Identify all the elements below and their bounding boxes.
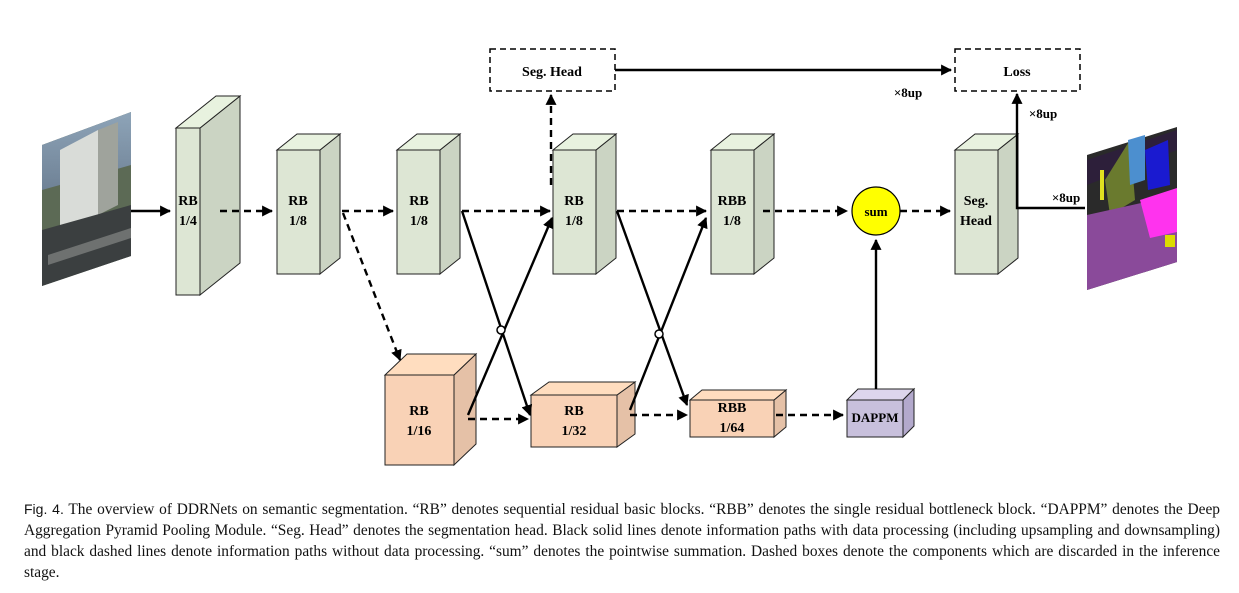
block-rbb5: RBB 1/8 [709, 132, 776, 276]
block-label-name: RB [564, 194, 583, 209]
block-rb_low2: RB 1/32 [529, 381, 637, 448]
dappm-block: DAPPM [845, 387, 916, 439]
upsample-label: ×8up [1029, 106, 1057, 121]
block-front-face [552, 149, 597, 275]
block-rb3: RB 1/8 [395, 132, 462, 276]
block-front-face [384, 374, 455, 466]
block-front-face [530, 394, 618, 448]
block-label-name: RB [288, 194, 307, 209]
block-seghead_main: Seg. Head [953, 132, 1020, 276]
block-rbb_low3: RBB 1/64 [688, 388, 788, 439]
upsample-label: ×8up [1052, 190, 1080, 205]
block-label-scale: 1/8 [289, 214, 307, 229]
output-segmentation-map [1087, 127, 1177, 290]
block-label-name: RB [564, 404, 583, 419]
loss-label: Loss [1003, 65, 1031, 80]
block-front-face [396, 149, 441, 275]
seg-head-aux-box: Seg. Head [489, 48, 616, 92]
block-label-scale: 1/32 [562, 424, 587, 439]
block-side-face [199, 94, 241, 297]
figure-caption: Fig. 4. The overview of DDRNets on seman… [24, 499, 1220, 583]
block-label-scale: 1/4 [179, 214, 197, 229]
block-front-face [276, 149, 321, 275]
block-top-face [529, 381, 637, 396]
block-label-scale: 1/64 [720, 421, 745, 436]
block-front-face [689, 399, 775, 438]
block-front-face [954, 149, 999, 275]
block-label-scale: 1/8 [565, 214, 583, 229]
block-side-face [997, 132, 1019, 276]
block-label-scale: Head [960, 214, 992, 229]
block-side-face [595, 132, 617, 276]
block-rb1: RB 1/4 [174, 94, 242, 297]
upsample-label: ×8up [894, 85, 922, 100]
caption-text: The overview of DDRNets on semantic segm… [24, 501, 1220, 581]
block-label-scale: 1/8 [723, 214, 741, 229]
block-front-face [175, 127, 201, 296]
block-rb_low1: RB 1/16 [383, 352, 478, 467]
block-label-name: RBB [718, 401, 747, 416]
sum-node: sum [851, 186, 901, 236]
block-side-face [439, 132, 461, 276]
dappm-label: DAPPM [852, 410, 899, 425]
block-label-scale: 1/8 [410, 214, 428, 229]
block-label-name: RB [178, 194, 197, 209]
seg-head-aux-label: Seg. Head [522, 65, 582, 80]
ddrnet-diagram: RB1/4RB1/8RB1/8RB1/8RBB1/8Seg.HeadRB1/16… [42, 48, 1177, 467]
block-rb4: RB 1/8 [551, 132, 618, 276]
crossing-marks [496, 325, 664, 339]
connections [131, 64, 1085, 425]
block-label-scale: 1/16 [407, 424, 432, 439]
block-side-face [753, 132, 775, 276]
block-top-face [688, 389, 788, 401]
sum-label: sum [864, 204, 887, 219]
block-side-face [319, 132, 341, 276]
loss-box: Loss [954, 48, 1081, 92]
caption-lead: Fig. 4. [24, 501, 64, 517]
block-label-name: RB [409, 404, 428, 419]
block-label-name: RBB [718, 194, 747, 209]
block-rb2: RB 1/8 [275, 132, 342, 276]
block-label-name: Seg. [964, 194, 989, 209]
block-front-face [710, 149, 755, 275]
input-image [42, 112, 131, 286]
block-label-name: RB [409, 194, 428, 209]
